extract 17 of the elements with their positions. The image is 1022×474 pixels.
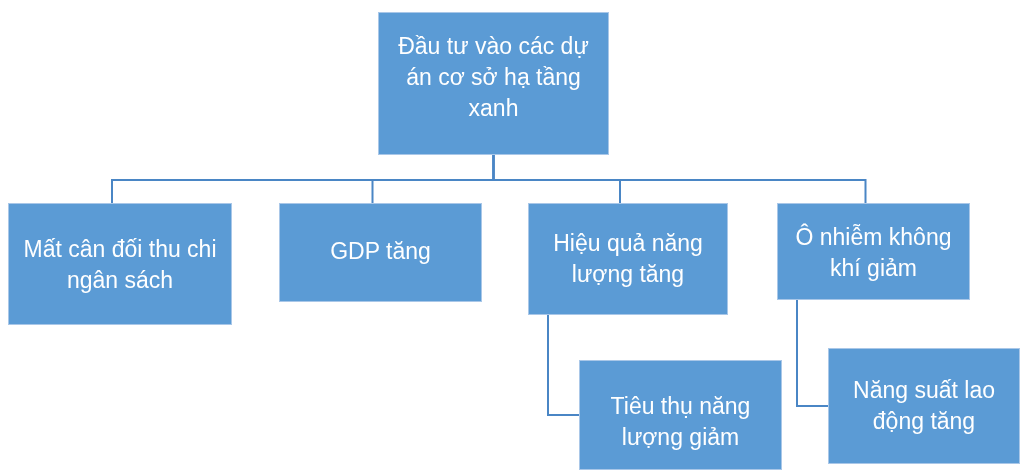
connector-line	[492, 154, 867, 204]
box-label: Ô nhiễm không khí giảm	[794, 222, 953, 283]
box-label: Hiệu quả năng lượng tăng	[552, 229, 704, 289]
connector-line	[547, 314, 580, 416]
process-box	[828, 348, 1020, 464]
process-box	[579, 360, 782, 470]
process-box	[279, 203, 482, 302]
connector-line	[796, 299, 829, 407]
process-box	[528, 203, 728, 315]
box-label: Năng suất lao động tăng	[852, 376, 996, 436]
box-label: Đầu tư vào các dự án cơ sở hạ tầng xanh	[397, 32, 590, 123]
box-label: GDP tăng	[330, 237, 431, 266]
process-box	[777, 203, 970, 300]
process-box	[378, 12, 609, 155]
box-label: Mất cân đối thu chi ngân sách	[22, 235, 218, 295]
box-label: Tiêu thụ năng lượng giảm	[609, 392, 752, 452]
process-box	[8, 203, 232, 325]
